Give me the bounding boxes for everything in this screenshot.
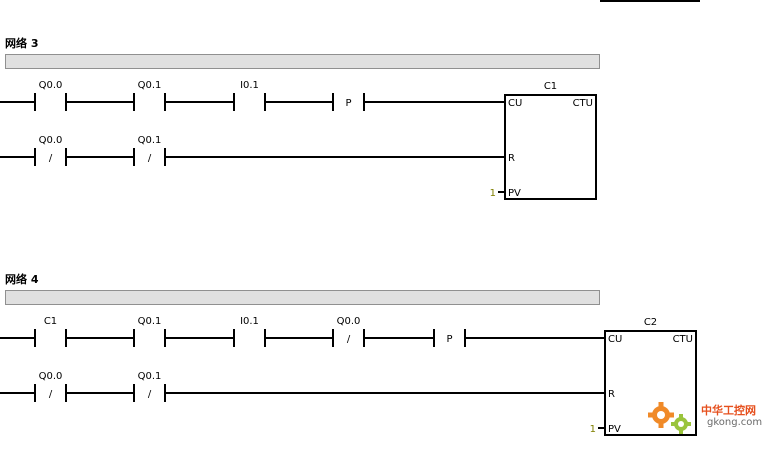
counter-C2-block[interactable]	[604, 330, 697, 436]
counter-C1-pv-value: 1	[490, 188, 496, 199]
net4-rung2-contact-0-symbol: /	[49, 389, 53, 400]
net3-rung1-contact-0-label: Q0.0	[39, 80, 63, 91]
net3-rung1-contact-1-label: Q0.1	[138, 80, 162, 91]
network-4-title: 网络 4	[5, 273, 39, 286]
counter-C1-name: C1	[544, 81, 557, 92]
watermark-en-text: gkong.com	[707, 417, 763, 428]
net3-rung1-contact-2-label: I0.1	[240, 80, 259, 91]
counter-C1-r-pin: R	[508, 153, 515, 164]
net4-rung1-contact-1-label: Q0.1	[138, 316, 162, 327]
counter-C2-pv-value: 1	[590, 424, 596, 435]
net4-rung1-contact-3-symbol: /	[347, 334, 351, 345]
counter-C2-type: CTU	[673, 334, 693, 345]
counter-C2-r-pin: R	[608, 389, 615, 400]
net4-rung1-contact-0-label: C1	[44, 316, 57, 327]
watermark-cn-text: 中华工控网	[701, 404, 756, 417]
counter-C1-type: CTU	[573, 98, 593, 109]
net3-rung2-contact-0-label: Q0.0	[39, 135, 63, 146]
counter-C1-block[interactable]	[504, 94, 597, 200]
gear-icon	[648, 402, 691, 434]
net4-rung2-contact-1-label: Q0.1	[138, 371, 162, 382]
net4-rung2-contact-0-label: Q0.0	[39, 371, 63, 382]
top-divider-line	[600, 0, 700, 2]
counter-C1-cu-pin: CU	[508, 98, 522, 109]
counter-C1-pv-pin: PV	[508, 188, 521, 199]
net3-rung2-contact-0-symbol: /	[49, 153, 53, 164]
gkong-watermark: 中华工控网 gkong.com	[645, 398, 775, 440]
net4-rung2-contact-1-symbol: /	[148, 389, 152, 400]
net3-rung1-contact-3-symbol: P	[345, 98, 351, 109]
counter-C2-cu-pin: CU	[608, 334, 622, 345]
net4-rung1-contact-2-label: I0.1	[240, 316, 259, 327]
net3-rung2-contact-1-symbol: /	[148, 153, 152, 164]
net4-rung1-contact-3-label: Q0.0	[337, 316, 361, 327]
network-4-comment-bar[interactable]	[5, 290, 600, 305]
network-3-title: 网络 3	[5, 37, 39, 50]
net3-rung2-contact-1-label: Q0.1	[138, 135, 162, 146]
network-3-comment-bar[interactable]	[5, 54, 600, 69]
net4-rung1-contact-4-symbol: P	[446, 334, 452, 345]
counter-C2-name: C2	[644, 317, 657, 328]
counter-C2-pv-pin: PV	[608, 424, 621, 435]
